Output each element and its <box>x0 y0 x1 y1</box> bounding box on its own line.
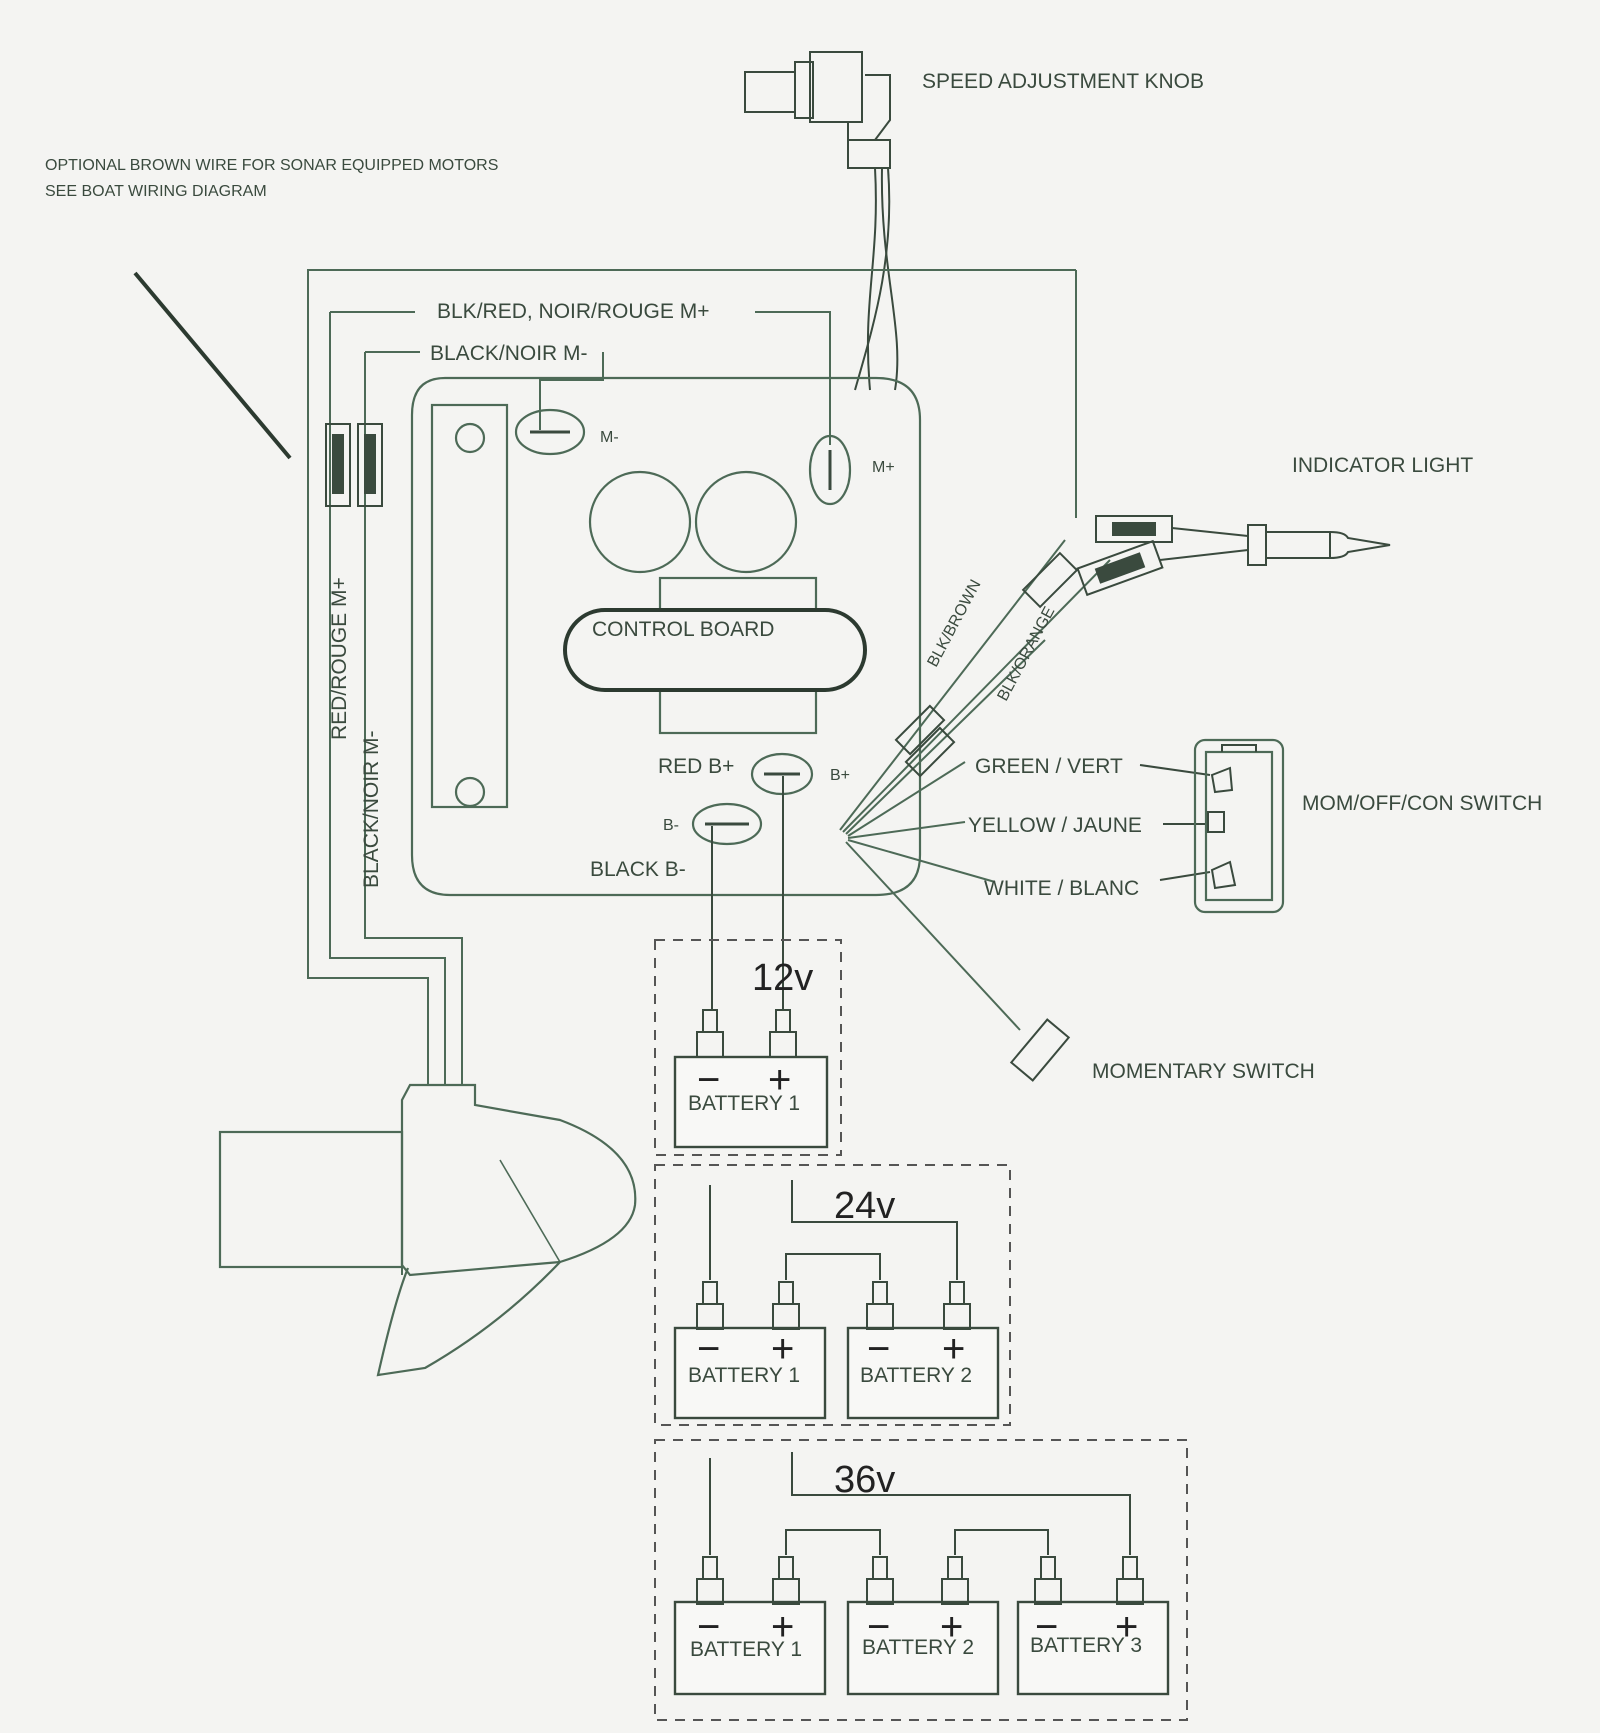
svg-text:+: + <box>940 1605 963 1649</box>
indicator-connector-2 <box>1076 539 1164 597</box>
pos-sign: + <box>768 1058 791 1102</box>
b-plus-label: B+ <box>830 767 850 784</box>
white-blanc-label: WHITE / BLANC <box>984 877 1139 900</box>
config-36v-battery-3: − + BATTERY 3 <box>1016 1556 1170 1696</box>
m-plus-label: M+ <box>872 459 895 476</box>
switch-label: MOM/OFF/CON SWITCH <box>1302 792 1542 815</box>
config-12v-box <box>654 939 842 1156</box>
mount-hole-bottom <box>454 776 486 808</box>
speed-knob-label: SPEED ADJUSTMENT KNOB <box>922 70 1204 93</box>
neg-sign: − <box>697 1058 720 1102</box>
yellow-jaune-label: YELLOW / JAUNE <box>968 814 1142 837</box>
config-24v-voltage: 24v <box>834 1185 895 1227</box>
b-minus-terminal <box>691 802 763 846</box>
svg-text:BATTERY 1: BATTERY 1 <box>690 1638 802 1661</box>
svg-text:BATTERY 2: BATTERY 2 <box>860 1364 972 1387</box>
mom-off-con-switch <box>1193 738 1285 914</box>
black-noir-label: BLACK/NOIR M- <box>430 342 588 365</box>
fuse-left-1 <box>325 423 351 507</box>
b-minus-label: B- <box>663 817 679 834</box>
heatsink-bar <box>430 403 509 809</box>
bundle-fuse-2 <box>904 726 956 778</box>
control-board <box>563 608 867 692</box>
svg-text:−: − <box>1035 1605 1058 1649</box>
blk-red-label: BLK/RED, NOIR/ROUGE M+ <box>437 300 709 323</box>
bundle-fuse-3 <box>1021 551 1079 609</box>
optional-note-line1: OPTIONAL BROWN WIRE FOR SONAR EQUIPPED M… <box>45 157 498 174</box>
config-36v-battery-1: − + BATTERY 1 <box>673 1556 827 1696</box>
config-36v-battery-2: − + BATTERY 2 <box>846 1556 1000 1696</box>
svg-text:BATTERY 3: BATTERY 3 <box>1030 1634 1142 1657</box>
red-rouge-vertical-label: RED/ROUGE M+ <box>328 577 351 740</box>
green-vert-label: GREEN / VERT <box>975 755 1123 778</box>
config-12v-battery-1: − + BATTERY 1 <box>673 1009 829 1149</box>
red-b-plus-label: RED B+ <box>658 755 734 778</box>
config-24v-battery-1: − + BATTERY 1 <box>673 1281 827 1420</box>
capacitor-1 <box>588 470 692 574</box>
black-noir-vertical-label: BLACK/NOIR M- <box>360 730 383 888</box>
m-plus-terminal <box>808 434 852 506</box>
bundle-fuse-1 <box>894 704 946 756</box>
svg-text:+: + <box>942 1327 965 1371</box>
svg-text:−: − <box>867 1327 890 1371</box>
indicator-light-label: INDICATOR LIGHT <box>1292 454 1473 477</box>
black-b-minus-label: BLACK B- <box>590 858 686 881</box>
control-board-label: CONTROL BOARD <box>592 618 774 641</box>
config-36v-box <box>654 1439 1188 1721</box>
note-pointer-line <box>133 271 292 460</box>
fuse-left-2 <box>357 423 383 507</box>
indicator-light-icon <box>1247 524 1391 566</box>
speed-knob-icon <box>744 51 891 169</box>
svg-text:+: + <box>1115 1605 1138 1649</box>
svg-text:BATTERY 1: BATTERY 1 <box>688 1364 800 1387</box>
capacitor-2 <box>694 470 798 574</box>
svg-text:BATTERY 2: BATTERY 2 <box>862 1636 974 1659</box>
config-24v-box <box>654 1164 1011 1426</box>
control-box-outline <box>410 376 922 897</box>
trolling-motor <box>218 1083 637 1377</box>
svg-text:+: + <box>771 1327 794 1371</box>
svg-text:−: − <box>697 1605 720 1649</box>
svg-text:+: + <box>771 1605 794 1649</box>
indicator-connector-1 <box>1095 515 1173 543</box>
svg-text:−: − <box>697 1327 720 1371</box>
momentary-switch-label: MOMENTARY SWITCH <box>1092 1060 1315 1083</box>
optional-note-line2: SEE BOAT WIRING DIAGRAM <box>45 183 267 200</box>
svg-text:BATTERY 1: BATTERY 1 <box>688 1092 800 1115</box>
mount-hole-top <box>454 422 486 454</box>
config-24v-battery-2: − + BATTERY 2 <box>846 1281 1000 1420</box>
m-minus-terminal <box>514 408 586 456</box>
config-12v-voltage: 12v <box>752 957 813 999</box>
m-minus-label: M- <box>600 429 619 446</box>
momentary-switch-icon <box>1009 1018 1071 1082</box>
svg-text:−: − <box>867 1605 890 1649</box>
